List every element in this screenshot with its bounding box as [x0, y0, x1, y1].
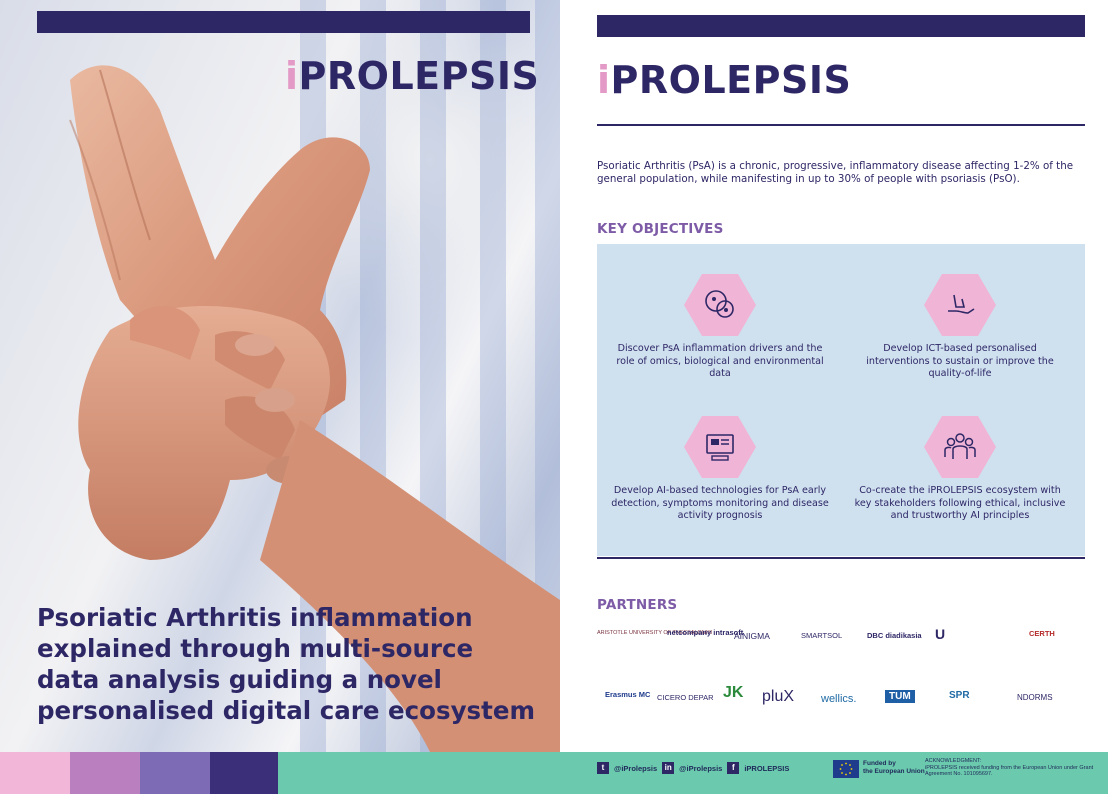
- linkedin-icon[interactable]: in: [662, 762, 675, 774]
- partner-logo: pluX: [762, 688, 795, 705]
- objectives-panel: Discover PsA inflammation drivers and th…: [597, 244, 1085, 556]
- logo-text: PROLEPSIS: [298, 54, 540, 98]
- acknowledgment: ACKNOWLEDGMENT: iPROLEPSIS received fund…: [925, 758, 1095, 778]
- logo-i-mark: i: [285, 54, 299, 98]
- partner-logo: CICERO DEPAR: [657, 693, 714, 702]
- social-links: t @iProlepsis in @iProlepsis f iPROLEPSI…: [597, 762, 789, 774]
- partner-logo: Erasmus MC: [605, 690, 651, 699]
- partner-logo: ARISTOTLE UNIVERSITY OF THESSALONIKI: [597, 630, 713, 636]
- top-bar-right: [597, 15, 1085, 37]
- ack-title: ACKNOWLEDGMENT:: [925, 758, 982, 764]
- partner-logo: SPR: [949, 690, 970, 701]
- swatch-violet: [140, 752, 210, 794]
- partner-logo: wellics.: [821, 693, 857, 705]
- logo-text: PROLEPSIS: [610, 58, 852, 102]
- logo-i-mark: i: [597, 58, 611, 102]
- swatch-mauve: [70, 752, 140, 794]
- hand-support-icon: [924, 274, 996, 336]
- eu-flag-icon: [833, 760, 859, 778]
- objective-item: Develop AI-based technologies for PsA ea…: [610, 416, 830, 523]
- partner-logo: TUM: [885, 690, 915, 703]
- funded-line: Funded by: [863, 760, 896, 767]
- objective-item: Co-create the iPROLEPSIS ecosystem with …: [850, 416, 1070, 523]
- partners-heading: PARTNERS: [597, 597, 678, 613]
- top-bar: [37, 11, 530, 33]
- partner-logo: SMARTSOL: [801, 631, 843, 640]
- cover-title: Psoriatic Arthritis inflammation explain…: [37, 603, 535, 725]
- funded-line: the European Union: [863, 768, 925, 775]
- funding-statement: Funded by the European Union: [863, 760, 925, 776]
- partner-logo: U: [935, 626, 946, 642]
- intro-paragraph: Psoriatic Arthritis (PsA) is a chronic, …: [597, 160, 1074, 185]
- linkedin-handle[interactable]: @iProlepsis: [679, 763, 723, 773]
- hands-illustration: [69, 65, 560, 752]
- divider: [597, 557, 1085, 559]
- objectives-heading: KEY OBJECTIVES: [597, 221, 724, 237]
- divider: [597, 124, 1085, 126]
- partner-logo: NDORMS: [1017, 693, 1053, 702]
- objective-item: Discover PsA inflammation drivers and th…: [610, 274, 830, 381]
- brand-logo: iPROLEPSIS: [285, 54, 539, 98]
- cells-icon: [684, 274, 756, 336]
- twitter-handle[interactable]: @iProlepsis: [614, 763, 658, 773]
- swatch-pink: [0, 752, 70, 794]
- objective-text: Develop ICT-based personalised intervent…: [866, 343, 1054, 380]
- objective-item: Develop ICT-based personalised intervent…: [850, 274, 1070, 381]
- objective-text: Discover PsA inflammation drivers and th…: [616, 343, 824, 380]
- partners-logos: ARISTOTLE UNIVERSITY OF THESSALONIKI net…: [597, 618, 1087, 728]
- hands-photo: [0, 0, 560, 752]
- partner-logo: netcompany intrasoft: [667, 628, 744, 637]
- partner-logo: JK: [723, 684, 744, 701]
- partner-logo: CERTH: [1029, 629, 1055, 638]
- partner-logo: DBC diadikasia: [867, 631, 922, 640]
- facebook-handle[interactable]: iPROLEPSIS: [744, 763, 790, 773]
- twitter-icon[interactable]: t: [597, 762, 609, 774]
- facebook-icon[interactable]: f: [727, 762, 740, 774]
- objective-text: Develop AI-based technologies for PsA ea…: [611, 485, 829, 522]
- computer-icon: [684, 416, 756, 478]
- ack-text: iPROLEPSIS received funding from the Eur…: [925, 764, 1094, 778]
- brand-logo-right: iPROLEPSIS: [597, 58, 851, 102]
- objective-text: Co-create the iPROLEPSIS ecosystem with …: [854, 485, 1066, 522]
- left-page: iPROLEPSIS Psoriatic Arthritis inflammat…: [0, 0, 560, 794]
- swatch-navy: [210, 752, 278, 794]
- partner-logo: AINIGMA: [734, 631, 770, 641]
- people-group-icon: [924, 416, 996, 478]
